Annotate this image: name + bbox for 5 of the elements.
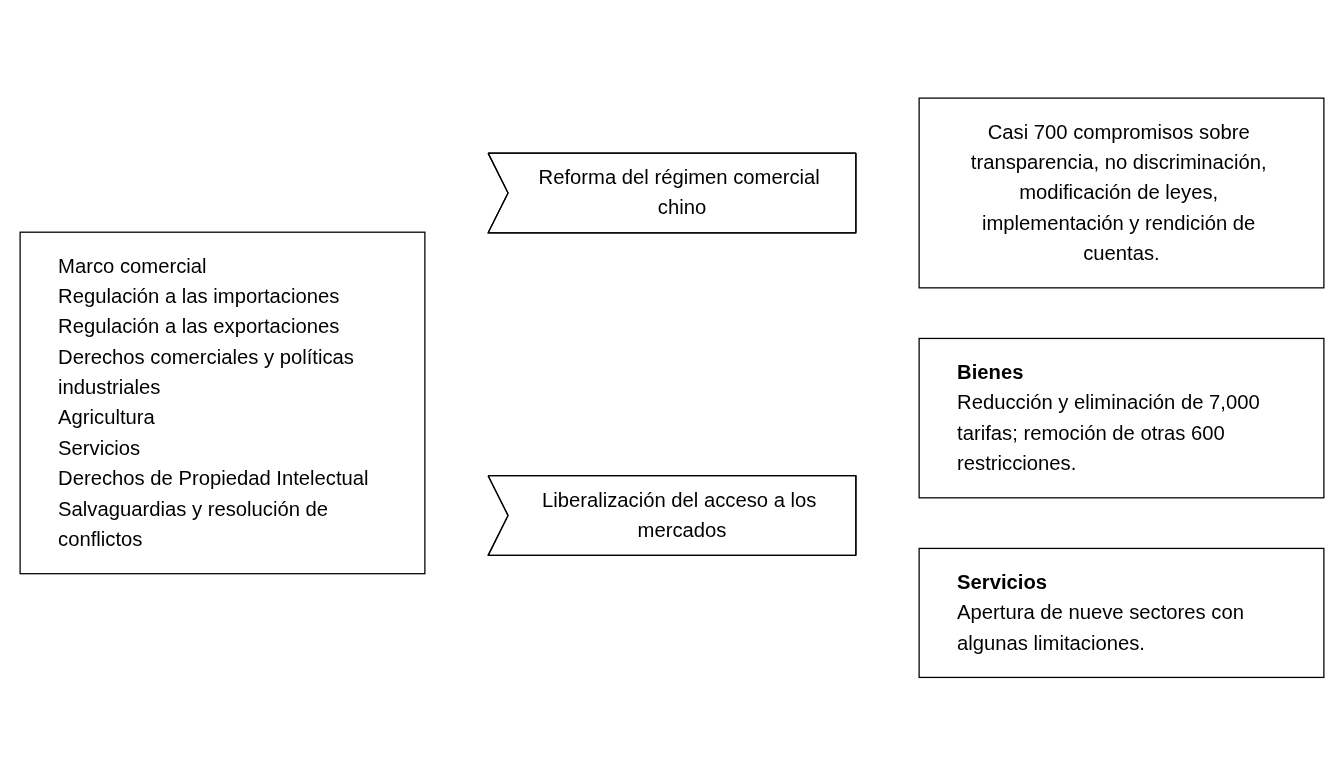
node-box <box>19 231 426 575</box>
node-box <box>918 338 1325 499</box>
node-box <box>918 97 1325 289</box>
node-box <box>918 548 1325 679</box>
diagram: Marco comercial Regulación a las importaciones Regulación a las exportaciones Derechos comerciales y políticas industriales Agricultura Servicios Derechos de Propiedad Intelectual Salvaguardias y resolución de conflictos Reforma del régimen comercial chino Casi 700 compromisos sobre transparencia, no discriminación, modificación de leyes, implementación y rendición de cuentas. Liberalización del acceso a los mercados Bienes Reducción y eliminación de 7,000 tarifas; remoción de otras 600 restricciones. Servicios Apertura de nueve sectores con algunas limitaciones. <box>10 88 1334 688</box>
